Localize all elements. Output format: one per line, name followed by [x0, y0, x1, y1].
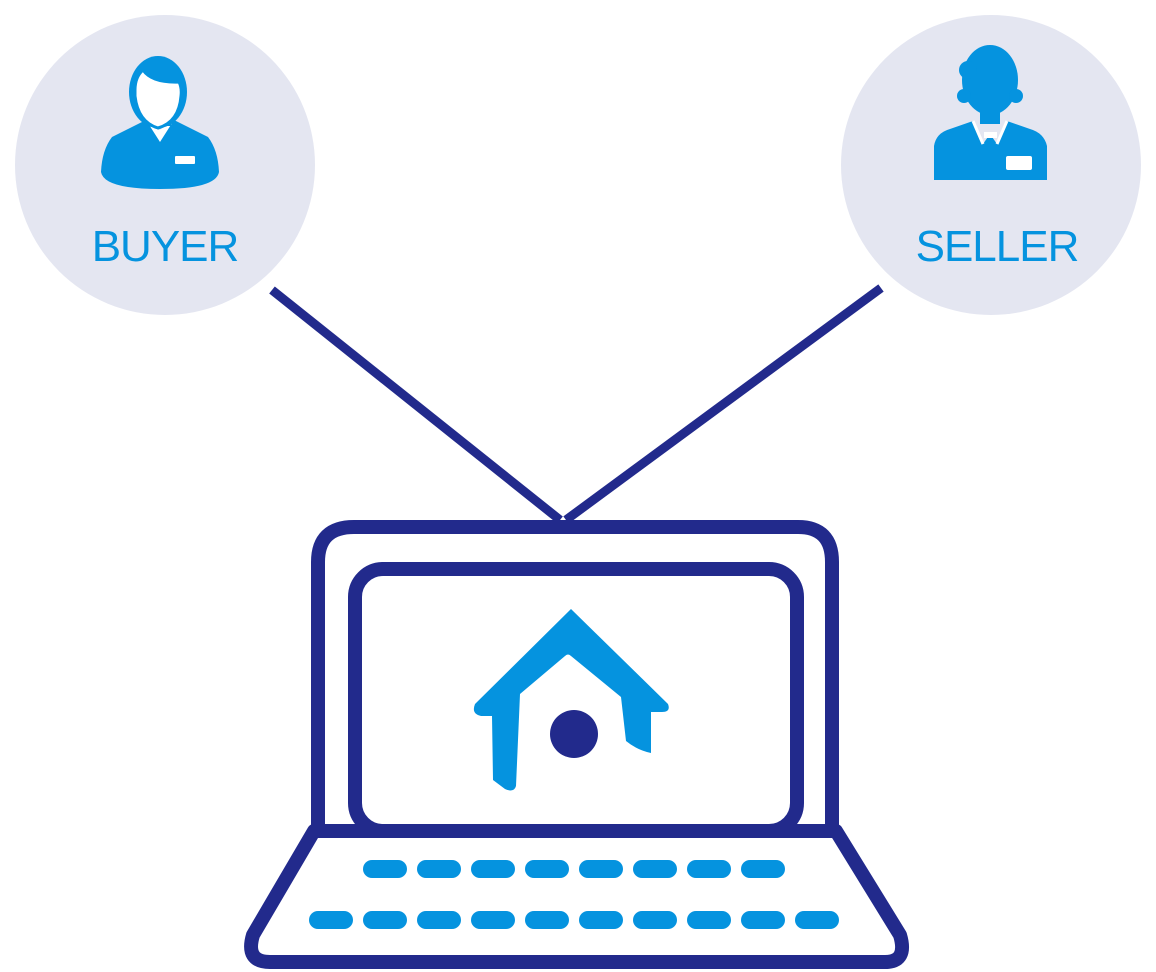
buyer-person-icon — [101, 56, 219, 189]
laptop-icon — [244, 520, 910, 969]
laptop-screen — [348, 562, 804, 838]
laptop-base — [244, 824, 910, 969]
keyboard-key — [579, 860, 623, 878]
keyboard-key — [525, 860, 569, 878]
keyboard-key — [579, 911, 623, 929]
buyer-node: BUYER — [15, 15, 315, 315]
keyboard-key — [363, 911, 407, 929]
house-dot — [550, 710, 598, 758]
buyer-label: BUYER — [92, 222, 239, 271]
keyboard — [309, 860, 839, 929]
keyboard-key — [741, 860, 785, 878]
keyboard-key — [363, 860, 407, 878]
keyboard-key — [417, 911, 461, 929]
keyboard-key — [309, 911, 353, 929]
seller-person-icon — [934, 45, 1047, 180]
keyboard-key — [687, 911, 731, 929]
house-icon — [473, 609, 669, 791]
keyboard-key — [471, 860, 515, 878]
keyboard-key — [795, 911, 839, 929]
keyboard-key — [741, 911, 785, 929]
keyboard-key — [525, 911, 569, 929]
seller-label: SELLER — [916, 222, 1079, 271]
keyboard-key — [633, 911, 677, 929]
connector-lines — [269, 284, 884, 524]
seller-node: SELLER — [841, 15, 1141, 315]
keyboard-key — [417, 860, 461, 878]
seller-connector-line — [563, 284, 884, 524]
buyer-connector-line — [269, 286, 563, 524]
keyboard-key — [471, 911, 515, 929]
keyboard-key — [633, 860, 677, 878]
keyboard-key — [687, 860, 731, 878]
